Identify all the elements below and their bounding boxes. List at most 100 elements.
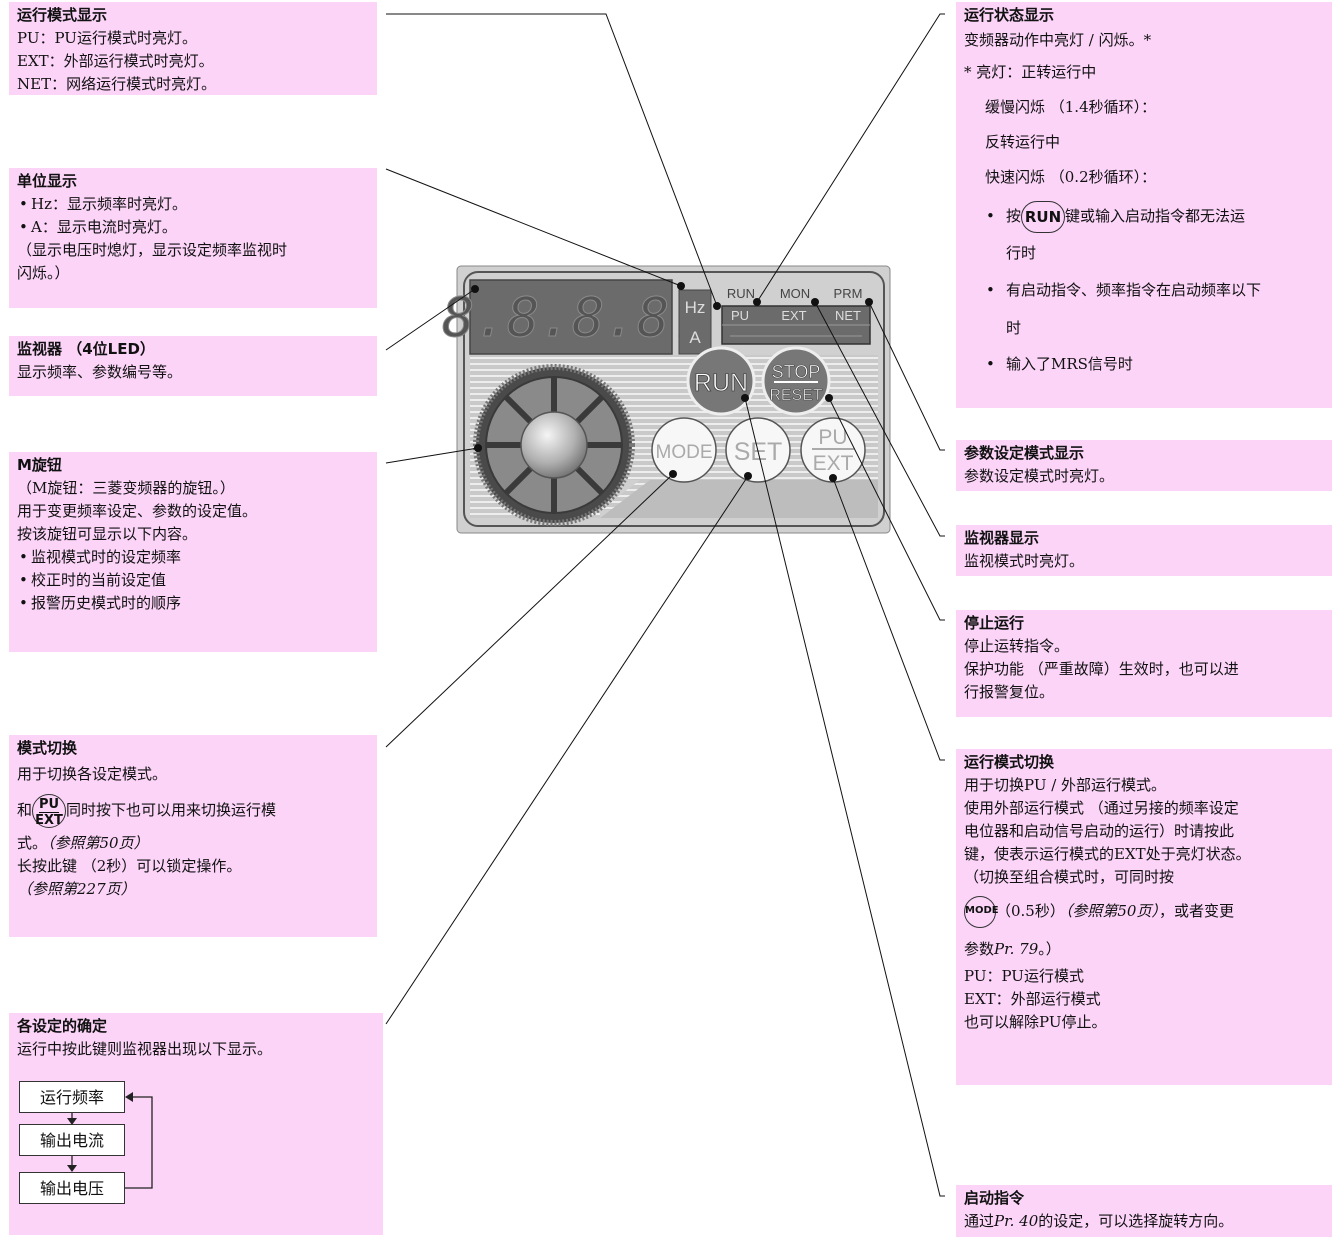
callout-title: 停止运行 [964,614,1025,632]
led-digits: 8.8.8.8. [442,286,702,349]
mode-button[interactable]: MODE [651,417,717,483]
text-fragment: 键或输入启动指令都无法运 [1065,207,1246,225]
callout-title: 运行状态显示 [964,6,1055,24]
callout-line: 用于变更频率设定、参数的设定值。 [17,502,258,520]
text-fragment: 的设定，可以选择旋转方向。 [1038,1212,1234,1230]
led-monitor: 8.8.8.8. [441,279,703,355]
callout-line: 停止运转指令。 [964,637,1070,655]
page-reference: （参照第227页） [17,880,136,898]
callout-line: 有启动指令、频率指令在启动频率以下 [964,269,1326,311]
stop-reset-button[interactable]: STOP RESET [761,346,831,416]
leader-monitor [385,288,476,351]
callout-line: 参数Pr. 79。） [964,933,1326,965]
callout-line: EXT：外部运行模式 [964,990,1101,1008]
ind-mon-label: MON [780,286,810,301]
set-button[interactable]: SET [725,417,791,483]
text-fragment: ，或者变更 [1158,902,1234,920]
ind-prm-label: PRM [834,286,863,301]
callout-line: 显示频率、参数编号等。 [17,363,183,381]
dial-knob[interactable] [520,411,588,479]
callout-line: 监视模式时的设定频率 [17,546,371,569]
callout-title: 启动指令 [964,1189,1025,1207]
callout-monitor: 监视器 （4位LED） 显示频率、参数编号等。 [9,336,377,396]
ind-ext-label: EXT [781,308,806,323]
callout-line: Hz：显示频率时亮灯。 [17,193,371,216]
unit-hz-label: Hz [685,298,706,317]
callout-line: 报警历史模式时的顺序 [17,592,371,615]
callout-line: 用于切换PU / 外部运行模式。 [964,776,1167,794]
unit-indicator: Hz A [678,289,712,355]
pu-ext-button[interactable]: PU EXT [800,417,866,483]
callout-line: 保护功能 （严重故障）生效时，也可以进 [964,660,1239,678]
callout-line: （显示电压时熄灯，显示设定频率监视时 [17,241,288,259]
pu-label: PU [818,426,847,449]
text-fragment: 式。 [17,834,48,852]
flow-step-output-current: 输出电流 [19,1124,125,1156]
leader-unit-display [385,168,682,287]
callout-m-dial: M旋钮 （M旋钮：三菱变频器的旋钮。） 用于变更频率设定、参数的设定值。 按该旋… [9,452,377,652]
page-reference: （参照第50页） [1064,902,1159,920]
callout-line: 缓慢闪烁 （1.4秒循环）： [985,98,1157,116]
dial-spokes [486,377,622,513]
leader-param-mode [868,301,945,451]
operation-panel [456,265,891,534]
callout-line: EXT：外部运行模式时亮灯。 [17,52,214,70]
page-reference: （参照第50页） [47,834,149,852]
callout-line: 快速闪烁 （0.2秒循环）： [985,168,1157,186]
flow-step-run-frequency: 运行频率 [19,1081,125,1113]
callout-line: 按该旋钮可显示以下内容。 [17,525,198,543]
ind-net-label: NET [835,308,861,323]
callout-line: （M旋钮：三菱变频器的旋钮。） [17,479,235,497]
text-fragment: 通过 [964,1212,995,1230]
callout-run-status: 运行状态显示 变频器动作中亮灯 / 闪烁。* * 亮灯：正转运行中 缓慢闪烁 （… [956,2,1332,408]
callout-line: * 亮灯：正转运行中 [964,63,1097,81]
text-fragment: 。） [1038,940,1061,958]
callout-line: 使用外部运行模式 （通过另接的频率设定 [964,799,1239,817]
callout-op-mode-switch: 运行模式切换 用于切换PU / 外部运行模式。 使用外部运行模式 （通过另接的频… [956,749,1332,1085]
callout-line: 通过Pr. 40的设定，可以选择旋转方向。 [964,1210,1326,1233]
callout-line: 校正时的当前设定值 [17,569,371,592]
key-label: PU [39,797,60,813]
leader-lines [385,13,945,1197]
callout-line: A：显示电流时亮灯。 [17,216,371,239]
callout-monitor-display: 监视器显示 监视模式时亮灯。 [956,525,1332,576]
callout-title: 单位显示 [17,172,78,190]
set-button-label: SET [734,438,783,466]
run-button[interactable]: RUN [686,346,756,416]
stop-label: STOP [772,362,821,382]
leader-set [385,475,749,1025]
run-key-icon: RUN [1021,201,1066,233]
key-label: EXT [35,813,63,828]
callout-line: 变频器动作中亮灯 / 闪烁。* [964,31,1152,49]
callout-line: （切换至组合模式时，可同时按 [964,868,1175,886]
m-dial[interactable] [473,364,635,526]
callout-line: NET：网络运行模式时亮灯。 [17,75,217,93]
callout-line: 也可以解除PU停止。 [964,1013,1107,1031]
parameter-ref: Pr. 40 [994,1212,1039,1230]
parameter-ref: Pr. 79 [994,940,1039,958]
leader-start-cmd [744,397,945,1197]
callout-line: 反转运行中 [985,133,1061,151]
mode-button-label: MODE [656,442,713,463]
leader-stop [828,397,945,621]
callout-line: PU：PU运行模式时亮灯。 [17,29,197,47]
callout-title: 各设定的确定 [17,1017,108,1035]
callout-line: 用于切换各设定模式。 [17,765,168,783]
callout-line: 电位器和启动信号启动的运行）时请按此 [964,822,1235,840]
callout-line: MODE（0.5秒）（参照第50页），或者变更 [964,889,1326,933]
callout-title: M旋钮 [17,456,62,474]
text-fragment: （0.5秒） [996,902,1065,920]
text-fragment: 参数 [964,940,995,958]
callout-stop: 停止运行 停止运转指令。 保护功能 （严重故障）生效时，也可以进 行报警复位。 [956,610,1332,717]
reset-label: RESET [769,387,823,404]
ext-label: EXT [813,452,854,475]
text-fragment: 按 [1006,207,1022,225]
callout-line: 行时 [1006,244,1037,262]
leader-m-dial [385,447,479,464]
callout-title: 参数设定模式显示 [964,444,1085,462]
callout-line: PU：PU运行模式 [964,967,1084,985]
callout-start-cmd: 启动指令 通过Pr. 40的设定，可以选择旋转方向。 [956,1185,1332,1237]
